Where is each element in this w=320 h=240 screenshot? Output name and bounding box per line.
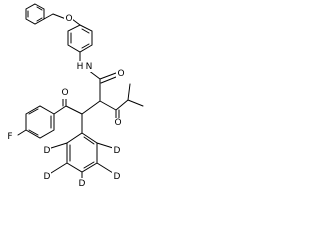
aminophenyl-ring <box>67 24 93 53</box>
c-f-bond <box>17 129 27 136</box>
right-ketone-oxygen-label: O <box>114 118 121 128</box>
amide-nitrogen-label: N <box>86 62 93 72</box>
pentadeuterophenyl-ring <box>66 132 98 173</box>
ether-oxygen-label: O <box>65 14 72 24</box>
fluorine-label: F <box>7 132 12 142</box>
fluorophenyl-ring <box>25 105 55 139</box>
amide-oxygen-label: O <box>117 69 124 79</box>
amide-hydrogen-label: H <box>77 62 84 72</box>
ch-left-ketone-bond <box>65 105 83 115</box>
atom-labels: O H N O O O F D D D D D <box>5 14 125 189</box>
deuterium-label-1: D <box>114 146 121 156</box>
amide-carbonyl-double-bond <box>99 72 117 80</box>
benzyl-phenyl-ring <box>25 3 45 25</box>
ch-ch-bond <box>81 100 101 115</box>
benzyloxy-linker <box>43 13 81 26</box>
deuterium-label-5: D <box>79 179 86 189</box>
deuterium-label-4: D <box>44 172 51 182</box>
left-ketone-oxygen-label: O <box>61 88 68 98</box>
isopropyl-group <box>115 83 144 111</box>
ketone-aryl-bond <box>53 105 67 115</box>
chemical-structure-diagram: O H N O O O F D D D D D <box>5 3 144 189</box>
deuterium-label-2: D <box>44 146 51 156</box>
ch-ketone-bond <box>99 100 117 111</box>
deuterium-label-3: D <box>114 172 121 182</box>
